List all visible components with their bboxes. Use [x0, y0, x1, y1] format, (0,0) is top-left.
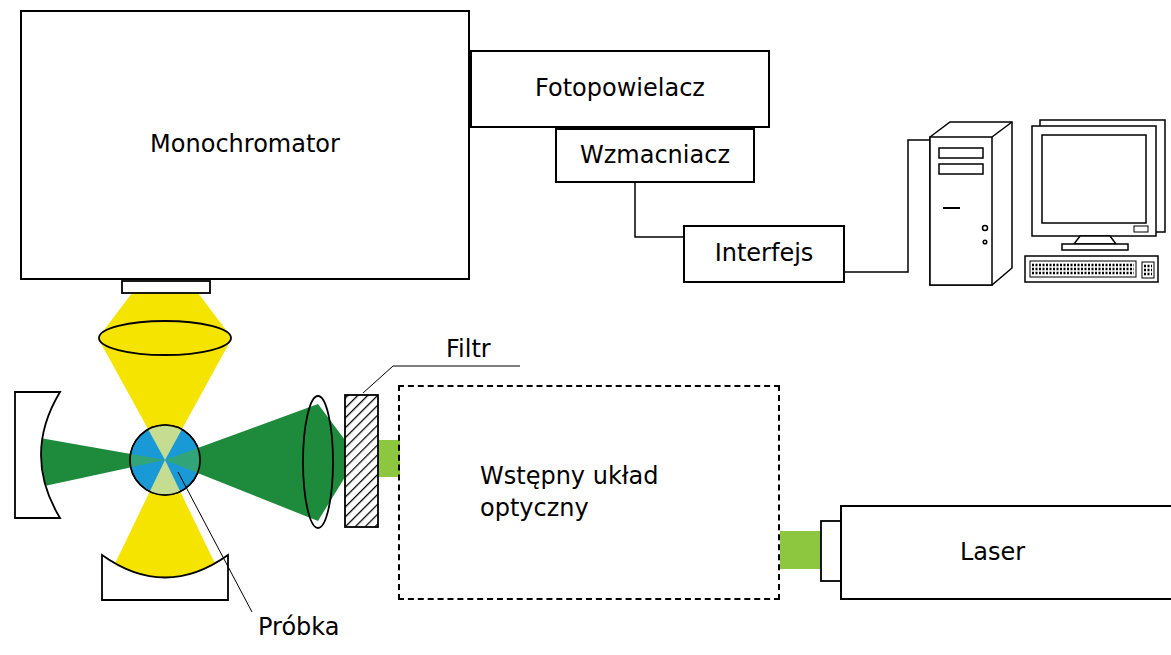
filter-plate — [345, 395, 378, 527]
box-label: Interfejs — [715, 238, 814, 269]
interface-box: Interfejs — [683, 225, 845, 283]
concave-mirror — [15, 392, 60, 518]
lens — [303, 396, 333, 528]
box-label: Wzmacniacz — [580, 140, 730, 171]
instrument-box: Monochromator — [20, 10, 470, 280]
laser-aperture — [821, 521, 841, 581]
amplifier-box: Wzmacniacz — [555, 128, 755, 183]
leader-line — [178, 472, 252, 612]
lens — [99, 321, 231, 355]
optics-box: Wstępny układ optyczny — [398, 385, 780, 600]
box-label: Fotopowielacz — [535, 73, 705, 104]
computer-icon — [930, 120, 1165, 285]
part-label: Filtr — [446, 334, 491, 365]
part-label: Próbka — [258, 612, 340, 643]
entrance-slit — [122, 281, 210, 293]
detector-box: Fotopowielacz — [470, 50, 770, 128]
laser-box: Laser — [840, 505, 1171, 600]
signal-wire — [635, 183, 683, 237]
cable — [845, 140, 930, 272]
leader-line — [363, 366, 520, 393]
box-label: Laser — [960, 537, 1025, 568]
sample-beams — [40, 293, 318, 578]
box-label: Monochromator — [150, 129, 340, 160]
light-beam — [40, 293, 345, 578]
concave-mirror — [102, 555, 228, 600]
box-label: Wstępny układ optyczny — [480, 461, 670, 523]
laser-beam — [378, 440, 400, 477]
